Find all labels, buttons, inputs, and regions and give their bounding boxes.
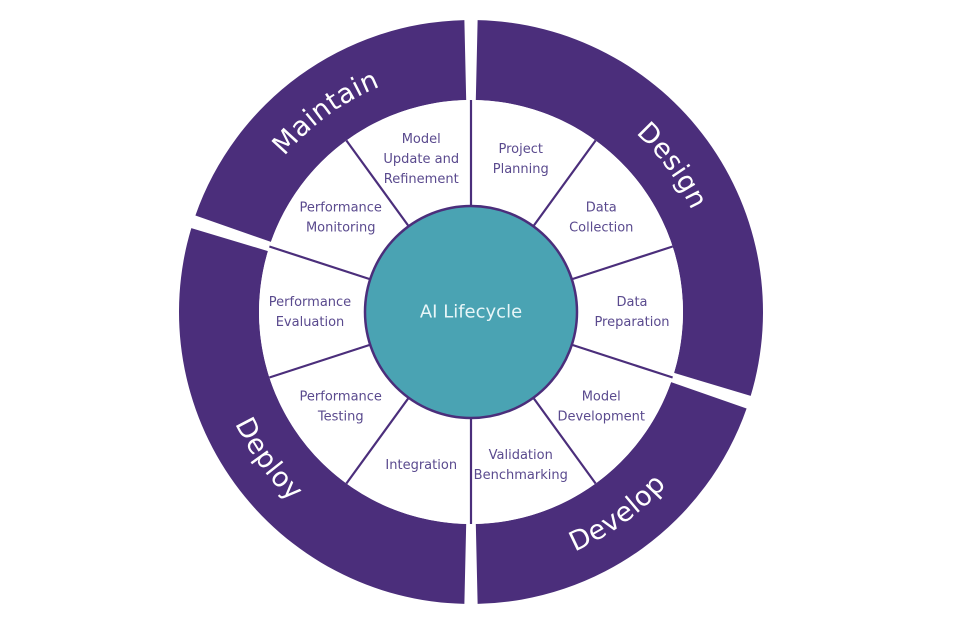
step-label-line: Model — [582, 390, 621, 405]
step-label: Integration — [385, 458, 457, 473]
step-divider — [269, 245, 371, 281]
step-label-line: Refinement — [384, 172, 459, 187]
step-label-line: Monitoring — [306, 220, 376, 235]
center-circle — [363, 204, 579, 420]
phase-segment-deploy — [178, 228, 467, 604]
step-label-line: Evaluation — [276, 315, 345, 330]
step-label-line: Performance — [269, 295, 351, 310]
step-label-line: Performance — [300, 200, 382, 215]
step-label-line: Project — [499, 142, 543, 157]
step-label-line: Integration — [385, 458, 457, 473]
step-label-line: Development — [557, 410, 645, 425]
step-label-line: Benchmarking — [474, 468, 568, 483]
step-divider — [345, 397, 410, 485]
phase-segment-design — [475, 20, 763, 396]
phase-segment-develop — [475, 382, 747, 604]
step-label-line: Preparation — [594, 315, 669, 330]
step-label-line: Collection — [569, 220, 633, 235]
step-label-line: Data — [586, 200, 617, 215]
step-label-line: Validation — [489, 448, 553, 463]
step-label-line: Performance — [300, 390, 382, 405]
step-divider — [532, 397, 597, 485]
step-divider — [532, 139, 597, 227]
step-divider — [571, 245, 673, 281]
phase-segment-maintain — [195, 20, 467, 242]
step-label-line: Model — [402, 132, 441, 147]
step-label-line: Update and — [383, 152, 459, 167]
step-divider — [571, 343, 673, 379]
step-label-line: Testing — [317, 410, 364, 425]
step-label-line: Planning — [493, 162, 549, 177]
step-divider — [269, 343, 371, 379]
center-title: AI Lifecycle — [420, 302, 522, 323]
center-hub: AI Lifecycle — [363, 204, 579, 420]
step-divider — [345, 139, 410, 227]
step-label-line: Data — [616, 295, 647, 310]
